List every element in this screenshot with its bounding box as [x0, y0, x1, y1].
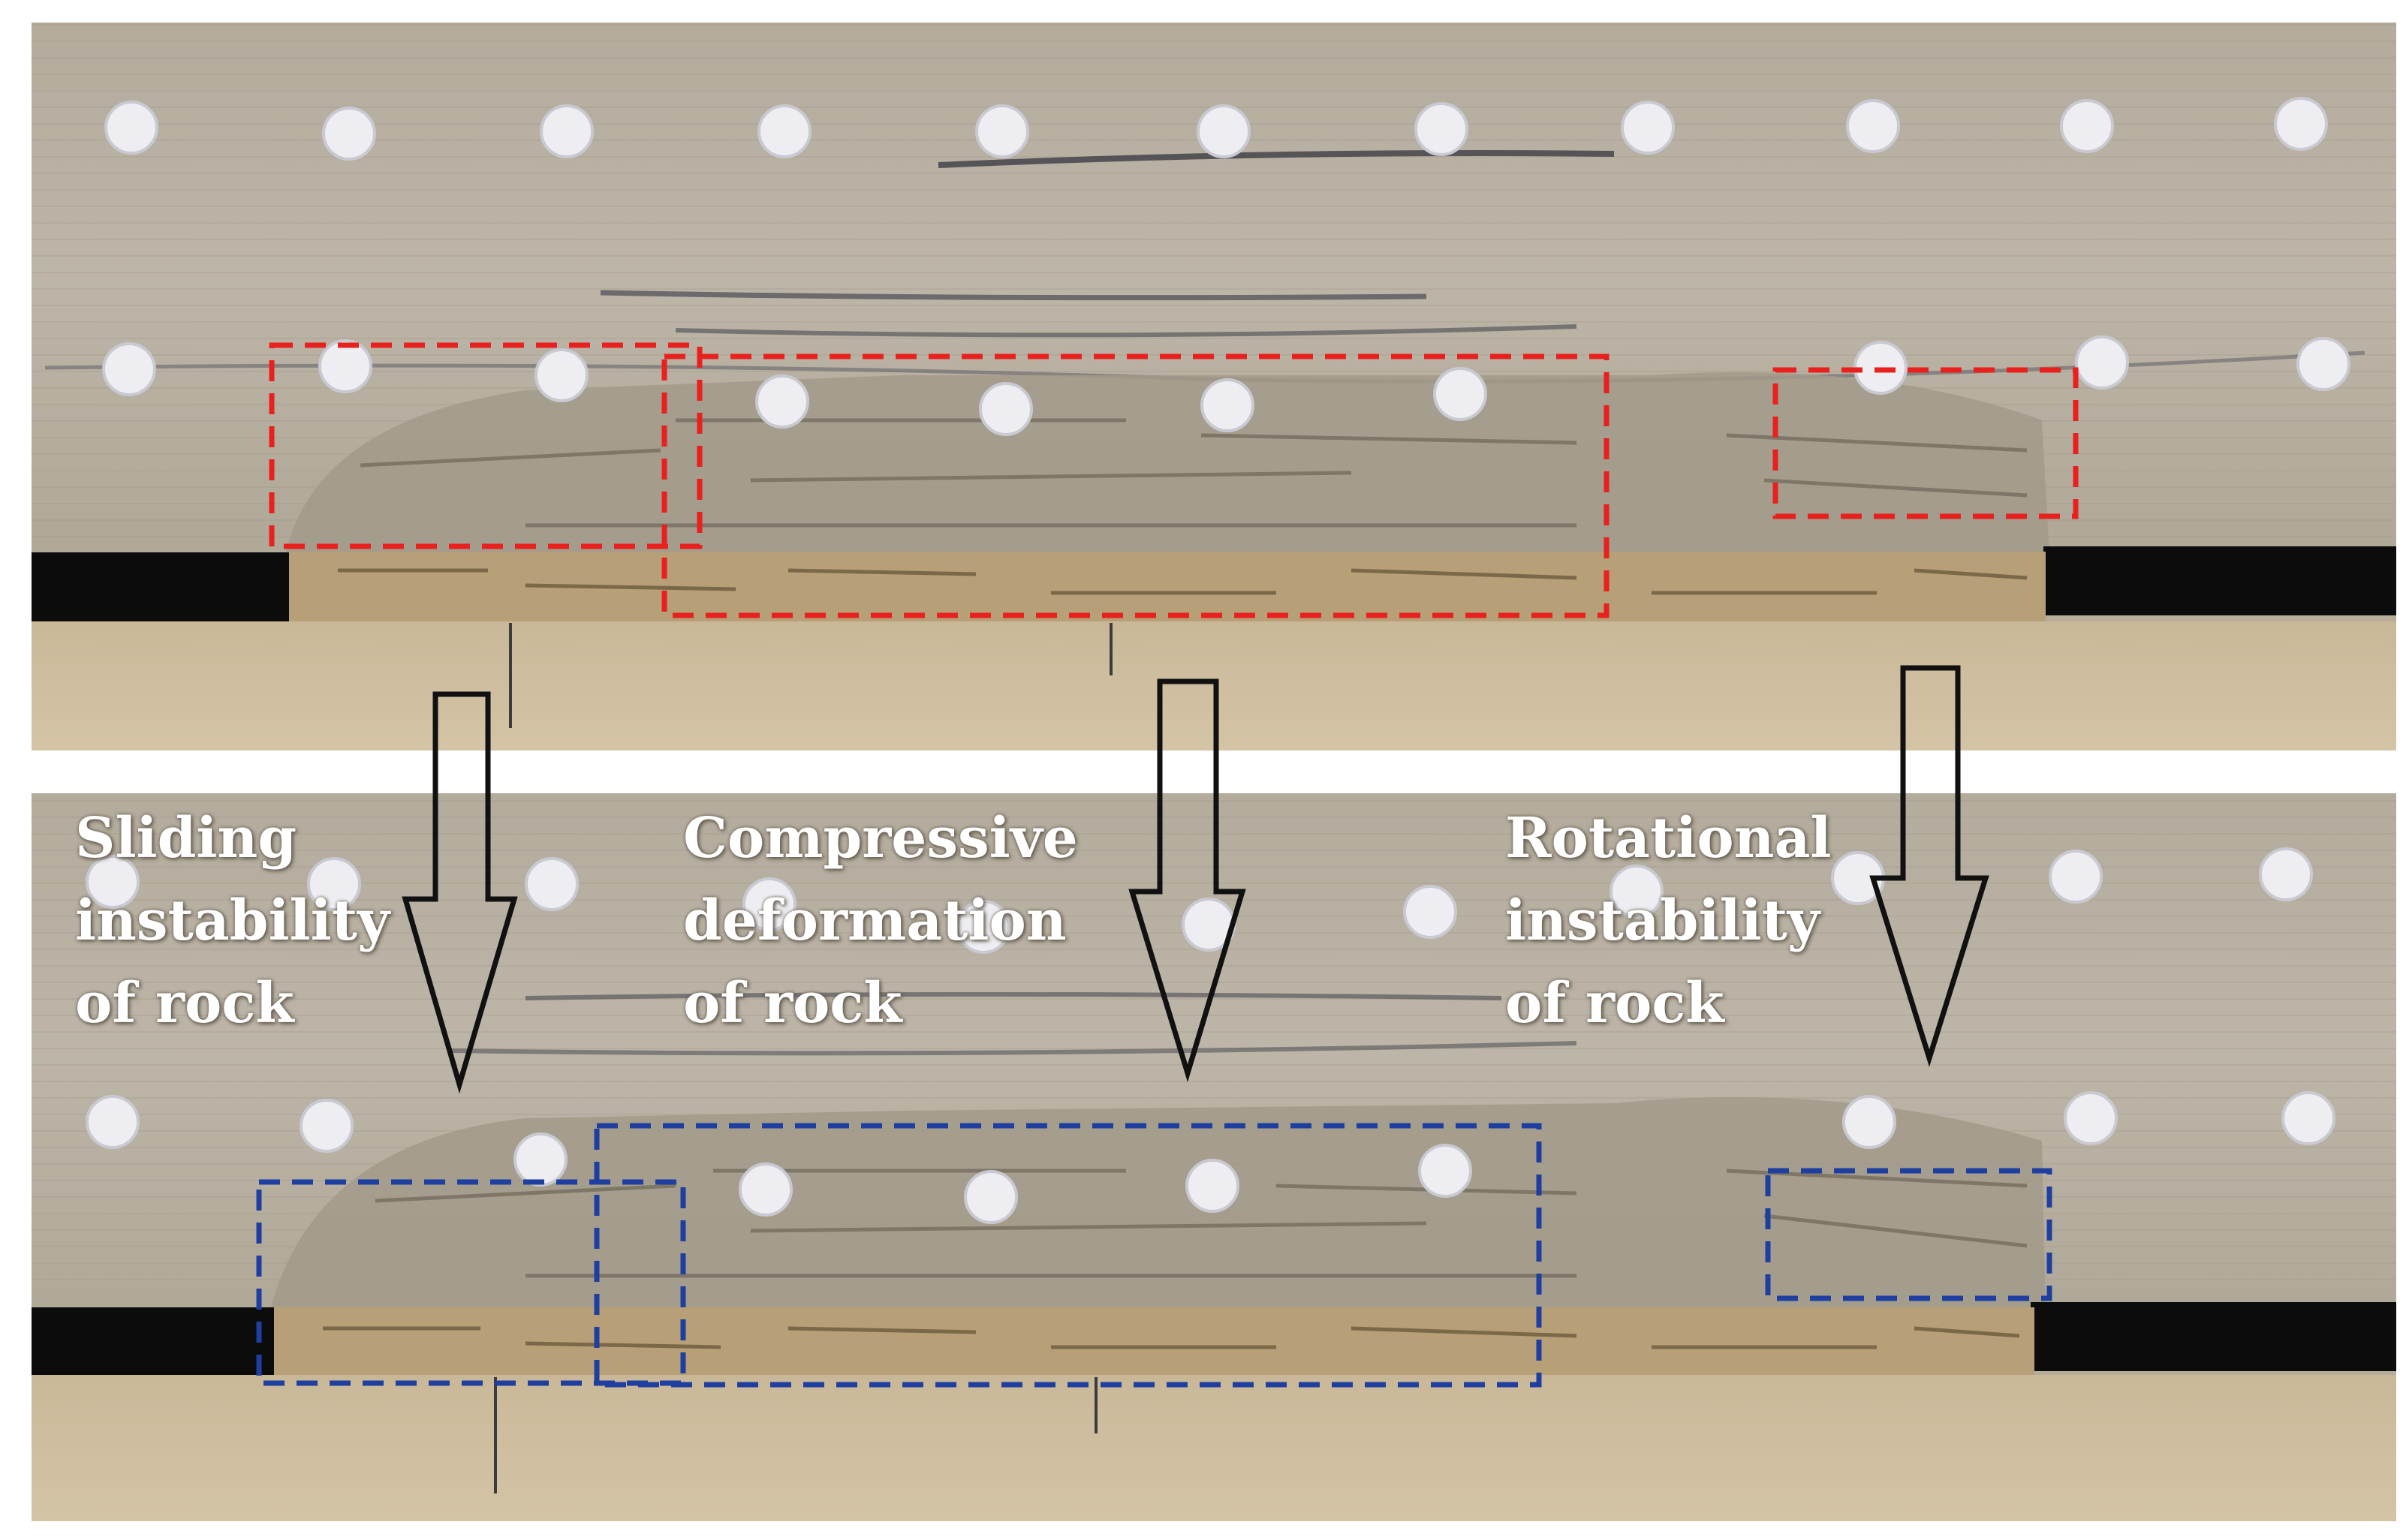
caption-line: Rotational	[1505, 806, 1832, 871]
down-arrow-right	[1869, 665, 1989, 1067]
lower-floor-mark	[494, 1377, 1098, 1493]
upper-rotational-box	[1772, 367, 2079, 519]
upper-collapse-zone	[285, 372, 2049, 555]
caption-line: Compressive	[683, 806, 1078, 871]
down-arrow-left	[402, 691, 518, 1094]
upper-floor-mark	[509, 623, 1113, 728]
caption-line: instability	[1505, 889, 1820, 953]
caption-sliding-instability: Sliding instability of rock	[75, 797, 390, 1045]
upper-crack	[675, 324, 1577, 338]
lower-target-row-middle	[86, 1091, 2335, 1224]
lower-right-black-strip	[2031, 1302, 2396, 1371]
caption-line: of rock	[1505, 971, 1724, 1036]
upper-crack	[600, 290, 1427, 301]
lower-highlight-boxes	[256, 1123, 2052, 1388]
lower-rubble-edges	[323, 1326, 2020, 1349]
upper-left-black-strip	[32, 552, 291, 621]
lower-floor	[32, 1375, 2396, 1521]
caption-line: Sliding	[75, 806, 297, 871]
lower-rotational-box	[1765, 1168, 2052, 1301]
upper-target-row-top	[104, 97, 2328, 161]
lower-collapse-zone	[270, 1096, 2046, 1310]
caption-line: of rock	[75, 971, 294, 1036]
lower-photo	[32, 793, 2396, 1521]
caption-line: instability	[75, 889, 390, 953]
upper-compressive-box	[661, 353, 1610, 618]
upper-highlight-boxes	[269, 342, 2079, 618]
lower-crack	[450, 1041, 1577, 1056]
caption-line: deformation	[683, 889, 1067, 953]
upper-crack	[938, 150, 1615, 168]
upper-rubble-edges	[338, 568, 2028, 595]
lower-crack	[525, 992, 1502, 1000]
lower-left-black-strip	[32, 1307, 276, 1376]
down-arrow-middle	[1128, 678, 1246, 1083]
upper-collapse-blocks	[360, 418, 2028, 528]
lower-sliding-box	[256, 1179, 686, 1386]
upper-right-black-strip	[2043, 546, 2396, 615]
lower-compressive-box	[594, 1123, 1542, 1388]
caption-compressive-deformation: Compressive deformation of rock	[683, 797, 1078, 1045]
upper-sliding-box	[269, 342, 703, 549]
caption-line: of rock	[683, 971, 902, 1036]
lower-target-row-top	[86, 847, 2313, 954]
upper-photo	[32, 23, 2396, 750]
transition-arrows	[402, 665, 1989, 1094]
lower-rubble	[274, 1307, 2034, 1376]
caption-rotational-instability: Rotational instability of rock	[1505, 797, 1832, 1045]
